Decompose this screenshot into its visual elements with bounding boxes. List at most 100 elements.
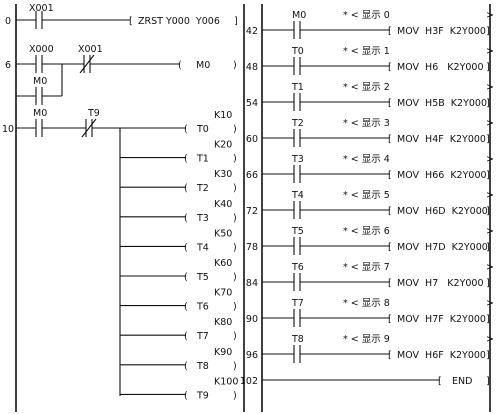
rung-comment: * < 显示 5 (343, 190, 390, 201)
contact-label: T3 (291, 154, 304, 165)
timer-coil-label: T9 (196, 390, 209, 401)
instruction-box-bracket: ] (486, 350, 490, 361)
timer-coil-label: T3 (196, 213, 209, 224)
step-number: 54 (246, 98, 258, 109)
instruction: MOV H66 K2Y000 (397, 170, 487, 181)
timer-branches: K10(T0)K20(T1)K30(T2)K40(T3)K50(T4)K60(T… (120, 110, 238, 401)
coil-close: ) (233, 154, 237, 165)
timer-preset: K60 (214, 258, 232, 269)
instruction-box-bracket: [ (388, 170, 392, 181)
timer-coil-label: T2 (196, 183, 209, 194)
step-number: 90 (246, 314, 258, 325)
contact-label: X001 (29, 3, 54, 14)
comment-bracket: > (486, 82, 494, 93)
coil-close: ) (233, 183, 237, 194)
instruction: MOV H7 K2Y000 (397, 278, 484, 289)
contact-label: T4 (291, 190, 304, 201)
timer-coil-label: T7 (196, 331, 209, 342)
coil-close: ) (233, 242, 237, 253)
coil-open: ( (184, 154, 188, 165)
contact-no (35, 87, 43, 105)
contact-label: M0 (33, 108, 47, 119)
timer-coil-label: T6 (196, 302, 209, 313)
timer-coil-label: T1 (196, 154, 209, 165)
step-number: 102 (240, 376, 258, 387)
contact-label: M0 (292, 10, 306, 21)
rung-comment: * < 显示 2 (343, 82, 390, 93)
coil-open: ( (184, 361, 188, 372)
coil-label: M0 (196, 60, 210, 71)
instruction-box-bracket: ] (486, 242, 490, 253)
instruction: MOV H6F K2Y000 (397, 350, 486, 361)
instruction-box-bracket: ] (486, 98, 490, 109)
rung-comment: * < 显示 1 (343, 46, 390, 57)
comment-bracket: > (486, 334, 494, 345)
coil-close: ) (233, 390, 237, 401)
comment-bracket: > (486, 226, 494, 237)
rung-comment: * < 显示 6 (343, 226, 390, 237)
step-number: 48 (246, 62, 258, 73)
step-number: 78 (246, 242, 258, 253)
step-number: 84 (246, 278, 258, 289)
coil-open: ( (184, 124, 188, 135)
contact-label: T0 (291, 46, 304, 57)
instruction-box-bracket: [ (388, 134, 392, 145)
coil-open: ( (184, 242, 188, 253)
step-number: 10 (2, 124, 14, 135)
instruction-box-bracket: [ (388, 26, 392, 37)
rung-comment: * < 显示 3 (343, 118, 390, 129)
instruction: MOV H3F K2Y000 (397, 26, 486, 37)
instruction-box-bracket: ] (486, 376, 490, 387)
instruction-box-bracket: [ (388, 98, 392, 109)
instruction-box-bracket: [ (388, 62, 392, 73)
coil-open: ( (184, 331, 188, 342)
end-instruction: END (452, 376, 472, 387)
step-number: 96 (246, 350, 258, 361)
timer-coil-label: T5 (196, 272, 209, 283)
rung-comment: * < 显示 8 (343, 298, 390, 309)
timer-preset: K50 (214, 228, 232, 239)
instruction: MOV H5B K2Y000 (397, 98, 487, 109)
comment-bracket: > (486, 10, 494, 21)
coil-open: ( (184, 213, 188, 224)
step-number: 60 (246, 134, 258, 145)
contact-no (35, 119, 43, 137)
instruction: MOV H7F K2Y000 (397, 314, 486, 325)
rung-comment: * < 显示 9 (343, 334, 390, 345)
coil-open: ( (184, 183, 188, 194)
rung-10: 10 M0 T9 K10(T0)K20(T1)K30(T2)K40(T3)K50… (2, 108, 238, 401)
instruction: MOV H4F K2Y000 (397, 134, 486, 145)
instruction-box-bracket: ] (486, 62, 490, 73)
step-number: 42 (246, 26, 258, 37)
coil-open: ( (184, 302, 188, 313)
instruction-box-bracket: ] (486, 206, 490, 217)
coil-close: ) (233, 60, 237, 71)
timer-preset: K20 (214, 140, 232, 151)
timer-preset: K70 (214, 288, 232, 299)
rung-6: 6 X000 X001 ( M0 ) M0 (5, 44, 237, 105)
instruction-box-bracket: [ (129, 16, 133, 27)
coil-open: ( (184, 272, 188, 283)
instruction-box-bracket: [ (388, 242, 392, 253)
timer-coil-label: T4 (196, 242, 209, 253)
timer-preset: K40 (214, 199, 232, 210)
instruction-box-bracket: [ (388, 350, 392, 361)
comment-bracket: > (486, 154, 494, 165)
coil-close: ) (233, 331, 237, 342)
timer-coil-label: T0 (196, 124, 209, 135)
instruction-box-bracket: [ (388, 206, 392, 217)
rung-0: 0 X001 [ ZRST Y000 Y006 ] (5, 3, 238, 29)
step-number: 0 (5, 16, 11, 27)
step-number: 66 (246, 170, 258, 181)
instruction-box-bracket: ] (486, 170, 490, 181)
contact-label: T5 (291, 226, 304, 237)
coil-open: ( (178, 60, 182, 71)
instruction: MOV H6 K2Y000 (397, 62, 484, 73)
timer-preset: K100 (214, 376, 238, 387)
